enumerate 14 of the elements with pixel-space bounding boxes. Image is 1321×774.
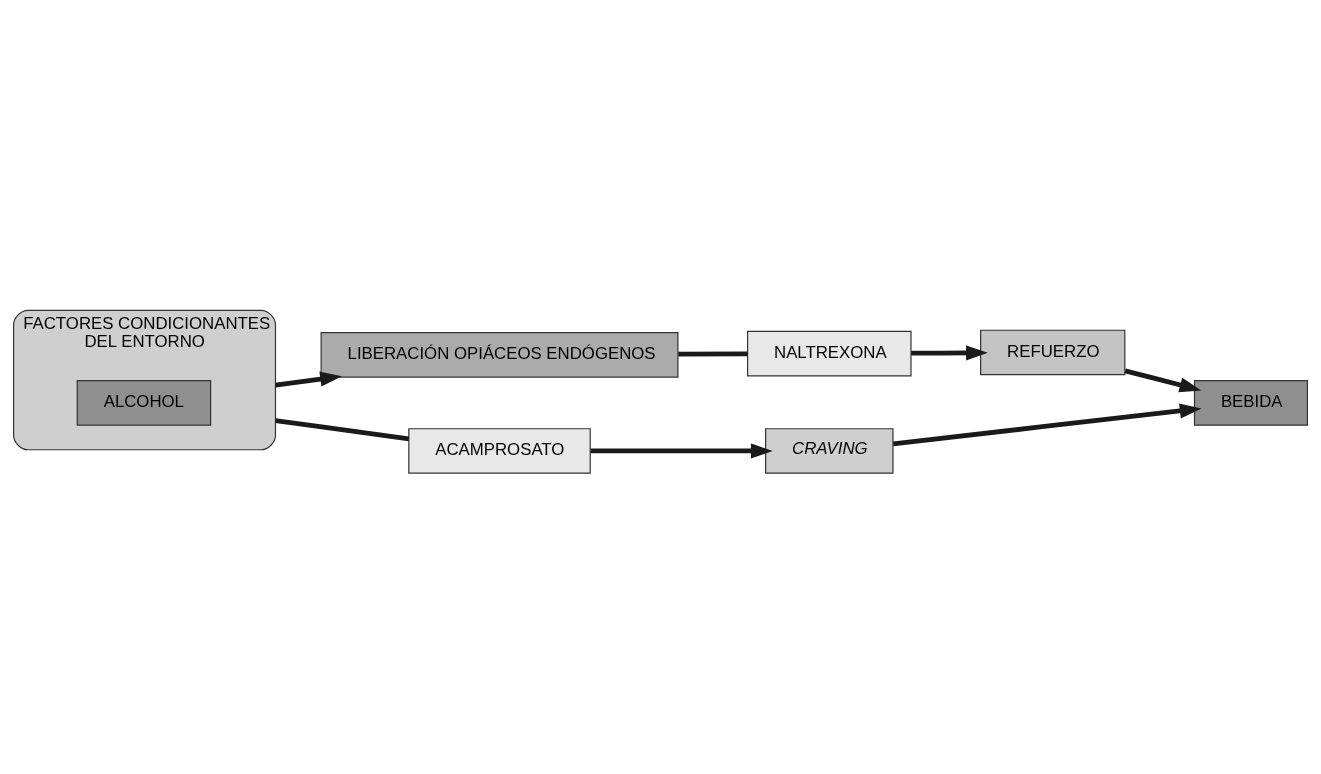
node-box: ALCOHOL <box>76 380 212 426</box>
arrow <box>893 403 1202 447</box>
arrow <box>590 443 773 459</box>
node-box: REFUERZO <box>980 329 1126 376</box>
node-box: BEBIDA <box>1193 380 1308 426</box>
arrow <box>911 345 988 361</box>
node-box: LIBERACIÓN OPIÁCEOS ENDÓGENOS <box>320 332 679 378</box>
connector <box>275 418 410 442</box>
arrow <box>1124 368 1202 393</box>
node-box: NALTREXONA <box>747 330 912 377</box>
connector <box>678 351 748 357</box>
node-box: ACAMPROSATO <box>408 428 591 474</box>
node-box: CRAVING <box>765 428 894 474</box>
arrow <box>275 371 342 388</box>
